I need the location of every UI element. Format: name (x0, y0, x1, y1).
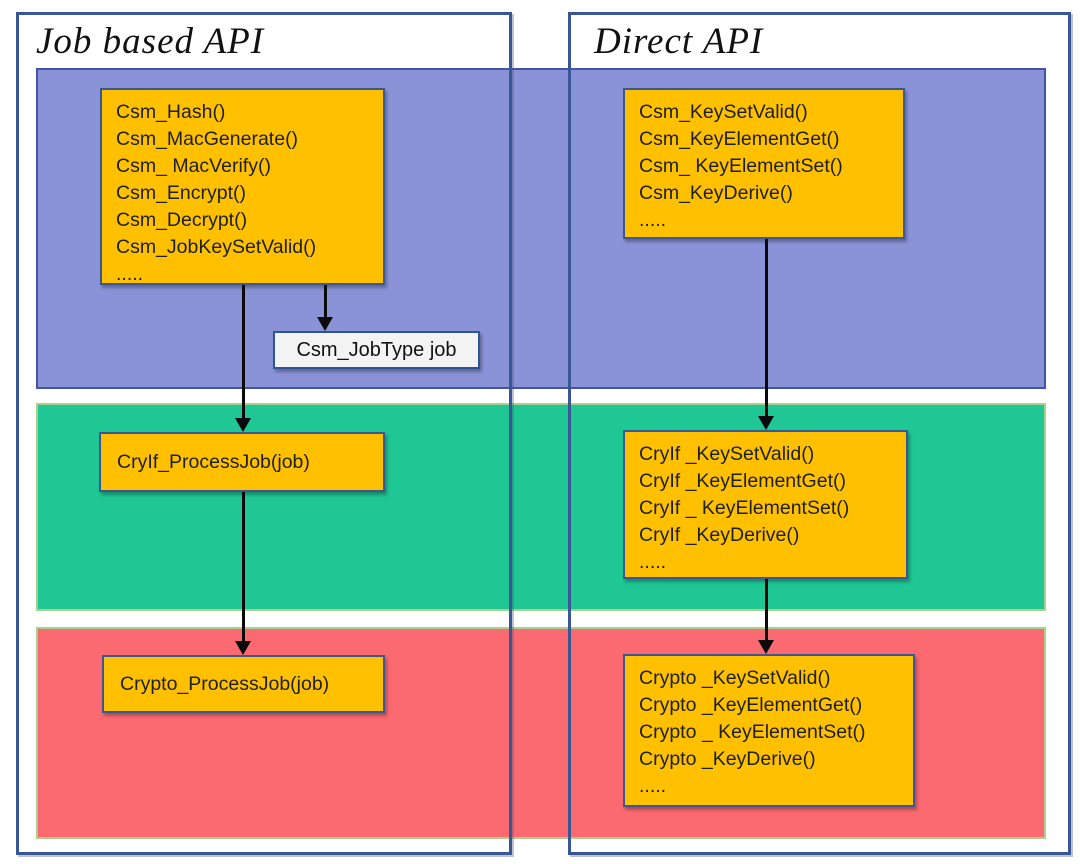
cryif-key-functions-box: CryIf _KeySetValid() CryIf _KeyElementGe… (623, 430, 908, 579)
function-name: Csm_JobKeySetValid() (116, 236, 317, 258)
function-name: CryIf _KeyElementGet() (639, 470, 846, 492)
ellipsis-more-functions: ..... (639, 209, 667, 231)
param-label: Csm_JobType job (296, 338, 457, 361)
function-name: Crypto_ProcessJob(job) (120, 672, 330, 695)
function-name: Crypto _KeySetValid() (639, 667, 831, 689)
direct-api-title: Direct API (594, 21, 764, 62)
ellipsis-more-functions: ..... (116, 263, 144, 285)
function-name: CryIf _KeyDerive() (639, 524, 800, 546)
function-name: Csm_Hash() (116, 101, 226, 123)
ellipsis-more-functions: ..... (639, 551, 667, 573)
function-name: Csm_Encrypt() (116, 182, 247, 204)
csm-job-functions-box: Csm_Hash() Csm_MacGenerate() Csm_ MacVer… (100, 88, 385, 285)
function-name: CryIf _KeySetValid() (639, 443, 815, 465)
function-name: Csm_KeySetValid() (639, 101, 808, 123)
job-based-api-title: Job based API (36, 21, 265, 62)
ellipsis-more-functions: ..... (639, 775, 667, 797)
crypto-processjob-box: Crypto_ProcessJob(job) (102, 655, 385, 713)
csm-jobtype-param-box: Csm_JobType job (273, 331, 480, 369)
function-name: CryIf _ KeyElementSet() (639, 497, 850, 519)
cryif-processjob-box: CryIf_ProcessJob(job) (99, 432, 385, 492)
function-name: Csm_ KeyElementSet() (639, 155, 843, 177)
function-name: Crypto _ KeyElementSet() (639, 721, 866, 743)
function-name: Csm_KeyElementGet() (639, 128, 840, 150)
function-name: Csm_Decrypt() (116, 209, 248, 231)
function-name: CryIf_ProcessJob(job) (117, 450, 310, 473)
function-name: Crypto _KeyDerive() (639, 748, 816, 770)
function-name: Crypto _KeyElementGet() (639, 694, 863, 716)
function-name: Csm_ MacVerify() (116, 155, 271, 177)
function-name: Csm_KeyDerive() (639, 182, 793, 204)
crypto-key-functions-box: Crypto _KeySetValid() Crypto _KeyElement… (623, 654, 915, 807)
csm-direct-functions-box: Csm_KeySetValid() Csm_KeyElementGet() Cs… (623, 88, 905, 239)
function-name: Csm_MacGenerate() (116, 128, 299, 150)
